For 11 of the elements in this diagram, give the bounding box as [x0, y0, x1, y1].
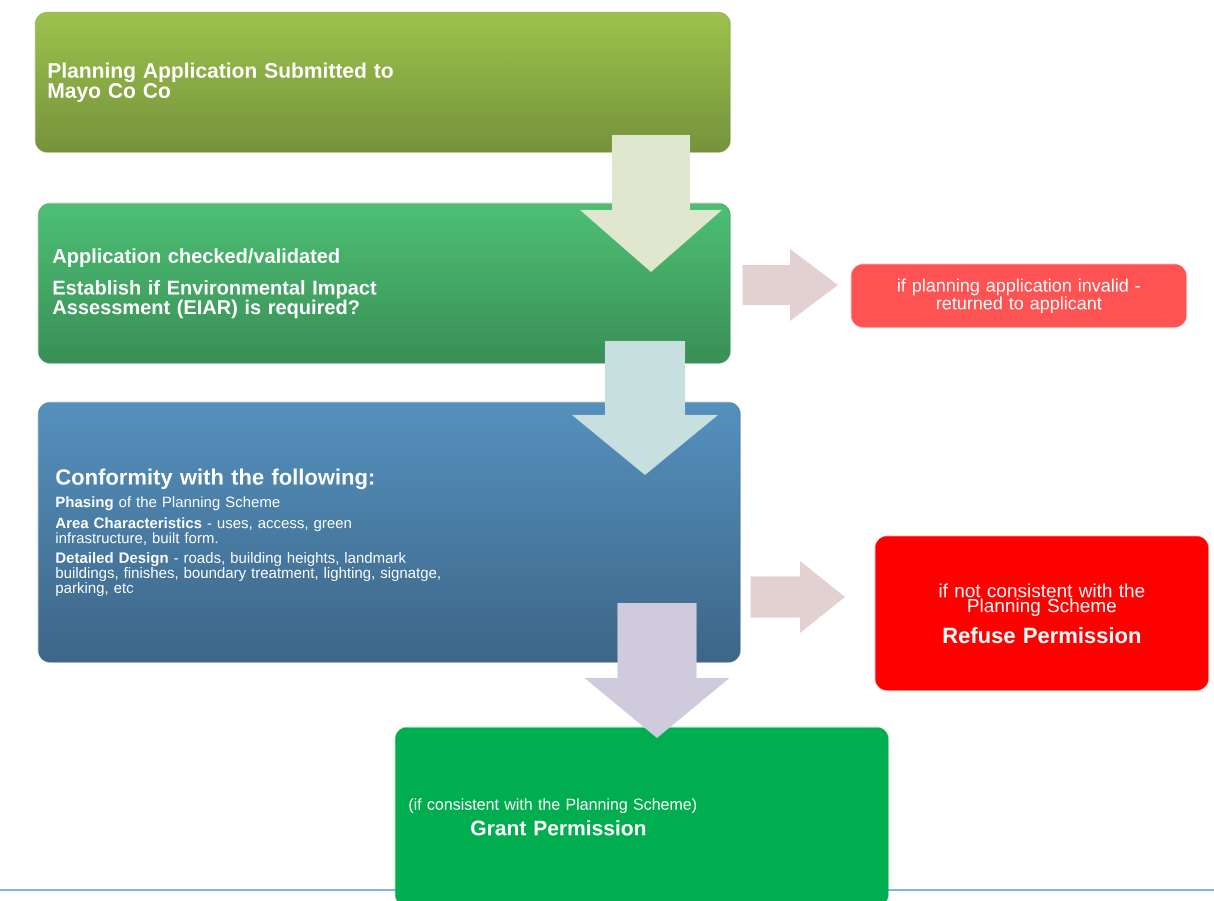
process-box: Application checked/validated Establish if Environmental Impact Assessment (EIAR) is required? — [38, 203, 731, 364]
block-arrow — [571, 340, 719, 476]
outcome-box: if not consistent with the Planning Scheme Refuse Permission — [875, 536, 1209, 691]
block-arrow — [750, 560, 846, 634]
outcome-box: if planning application invalid - returned to applicant — [851, 264, 1187, 328]
block-arrow — [579, 134, 723, 273]
block-arrow — [742, 248, 839, 322]
outcome-box: (if consistent with the Planning Scheme) Grant Permission — [395, 727, 889, 901]
block-arrow — [584, 602, 730, 739]
process-box: Planning Application Submitted to Mayo Co Co — [35, 12, 731, 153]
process-box: Conformity with the following: Phasing of the Planning Scheme Area Characteristics - uses, access, green infrastructure, built form. Detailed Design - roads, building heights, landmark buildings, finishes, boundary treatment, lighting, signatge, parking, etc — [38, 402, 741, 663]
